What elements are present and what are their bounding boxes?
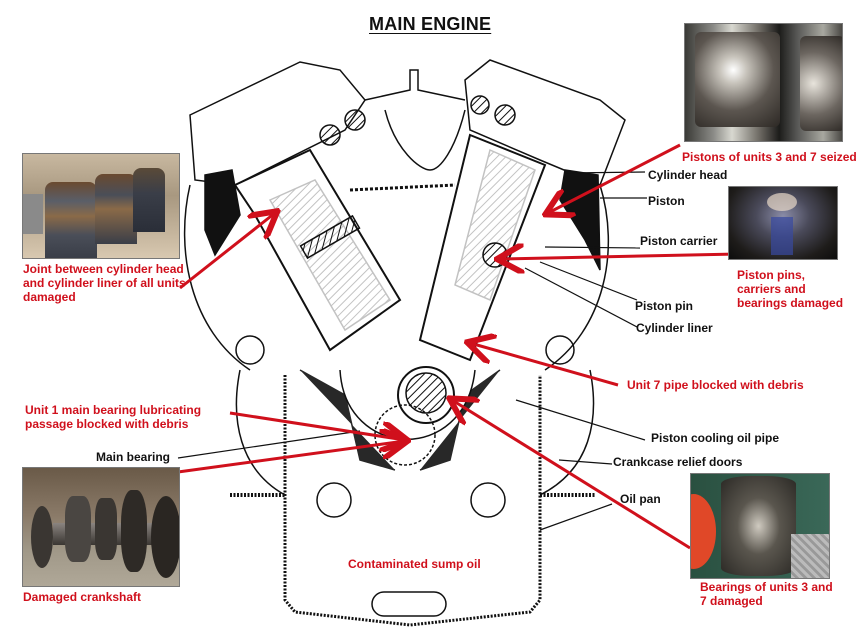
callout-joint-line1: Joint between cylinder head [23, 262, 184, 276]
photo-crankshaft [22, 467, 180, 587]
label-piston: Piston [648, 194, 685, 208]
callout-unit1-line2: passage blocked with debris [25, 417, 189, 431]
engine-center-frame [349, 69, 466, 192]
crankcase [230, 366, 595, 627]
callout-piston-pins-damaged: Piston pins, carriers and bearings damag… [737, 268, 843, 310]
callout-bearings-damaged: Bearings of units 3 and 7 damaged [700, 580, 833, 608]
callout-contaminated-sump-oil: Contaminated sump oil [348, 557, 481, 571]
right-cylinder-bank [418, 59, 626, 371]
label-crankcase-relief-doors: Crankcase relief doors [613, 455, 743, 469]
photo-bearings-damaged [690, 473, 830, 579]
callout-bearings-line1: Bearings of units 3 and [700, 580, 833, 594]
callout-pistons-seized: Pistons of units 3 and 7 seized [682, 150, 857, 164]
left-cylinder-bank [183, 61, 402, 371]
callout-joint-damaged: Joint between cylinder head and cylinder… [23, 262, 186, 304]
callout-joint-line2: and cylinder liner of all units [23, 276, 186, 290]
label-oil-pan: Oil pan [620, 492, 661, 506]
callout-joint-line3: damaged [23, 290, 76, 304]
label-piston-cooling-oil-pipe: Piston cooling oil pipe [651, 431, 779, 445]
label-piston-carrier: Piston carrier [640, 234, 718, 248]
callout-piston-pins-line2: carriers and [737, 282, 806, 296]
label-piston-pin: Piston pin [635, 299, 693, 313]
callout-piston-pins-line1: Piston pins, [737, 268, 806, 282]
callout-piston-pins-line3: bearings damaged [737, 296, 844, 310]
callout-unit7-pipe: Unit 7 pipe blocked with debris [627, 378, 804, 392]
label-cylinder-liner: Cylinder liner [636, 321, 713, 335]
damage-arrows [177, 143, 739, 550]
photo-cylinder-liners [22, 153, 180, 259]
photo-piston-pins-damaged [728, 186, 838, 260]
diagram-title: MAIN ENGINE [369, 14, 492, 34]
label-main-bearing: Main bearing [96, 450, 171, 464]
callout-bearings-line2: 7 damaged [700, 594, 763, 608]
photo-pistons-seized [684, 23, 843, 142]
component-leader-lines [177, 171, 647, 531]
callout-unit1-line1: Unit 1 main bearing lubricating [25, 403, 202, 417]
callout-unit1-bearing: Unit 1 main bearing lubricating passage … [25, 403, 201, 431]
callout-damaged-crankshaft: Damaged crankshaft [23, 590, 142, 604]
label-cylinder-head: Cylinder head [648, 168, 728, 182]
